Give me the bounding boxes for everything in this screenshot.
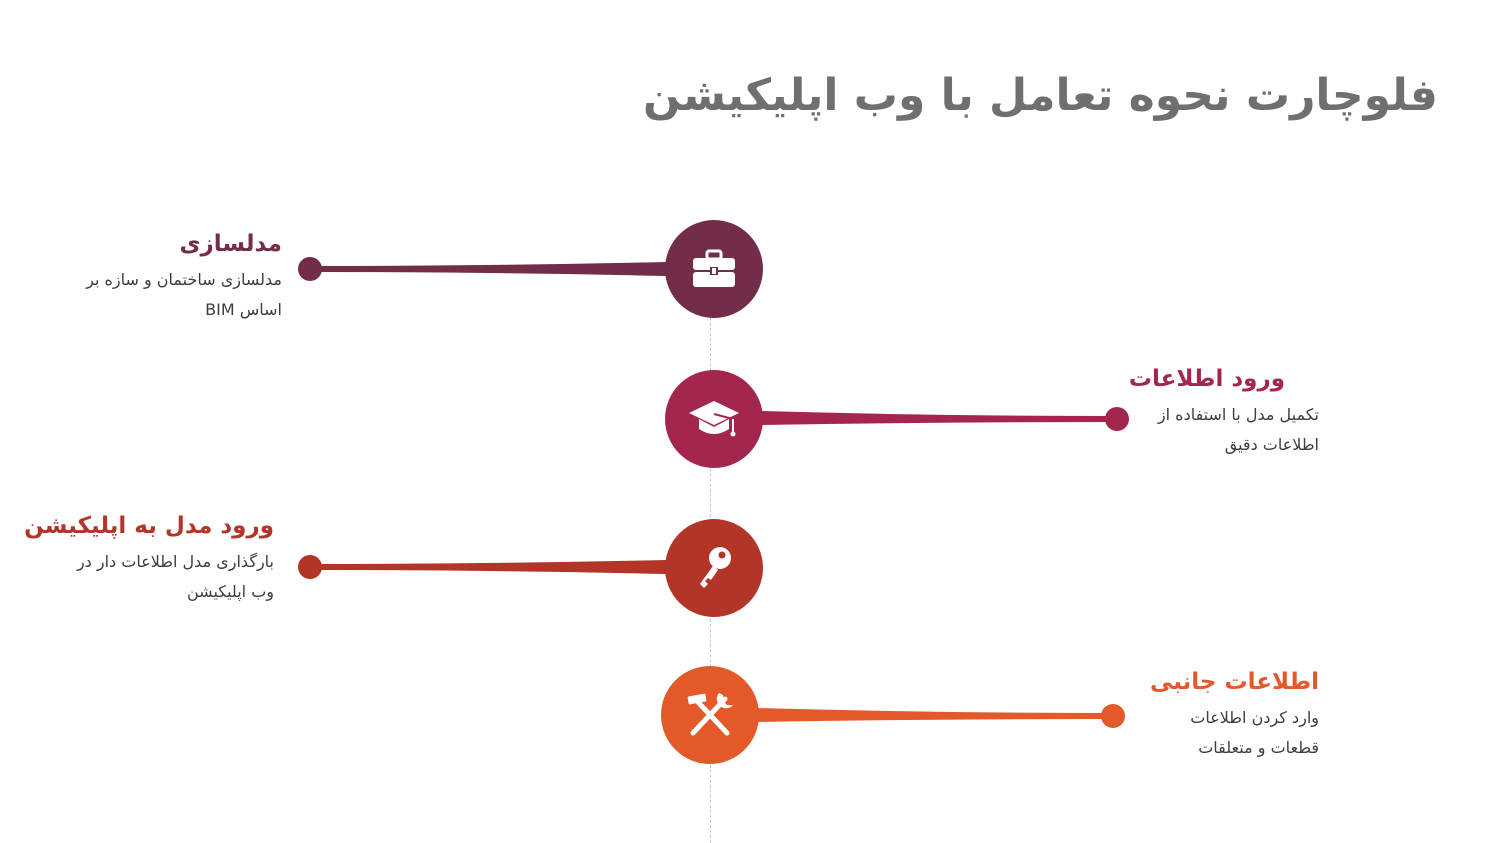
step-desc-2b: اطلاعات دقیق bbox=[1224, 435, 1319, 454]
tools-icon bbox=[687, 693, 733, 736]
step-heading-3: ورود مدل به اپلیکیشن bbox=[24, 513, 274, 539]
step-heading-4: اطلاعات جانبی bbox=[1150, 669, 1319, 695]
step-node-2 bbox=[665, 370, 763, 468]
step-heading-2: ورود اطلاعات bbox=[1128, 366, 1285, 392]
step-label-2: ورود اطلاعات تکمیل مدل با استفاده از اطل… bbox=[999, 366, 1319, 460]
connector-2 bbox=[760, 411, 1117, 425]
connector-dot-2 bbox=[1105, 407, 1129, 431]
step-desc-3a: بارگذاری مدل اطلاعات دار در bbox=[76, 552, 274, 571]
connector-dot-4 bbox=[1101, 704, 1125, 728]
step-label-4: اطلاعات جانبی وارد کردن اطلاعات قطعات و … bbox=[999, 669, 1319, 763]
connector-4 bbox=[756, 708, 1113, 722]
step-desc-4b: قطعات و متعلقات bbox=[1198, 738, 1319, 757]
step-desc-1b: اساس BIM bbox=[205, 300, 282, 319]
step-node-4 bbox=[661, 666, 759, 764]
step-node-3 bbox=[665, 519, 763, 617]
connector-dot-3 bbox=[298, 555, 322, 579]
step-desc-2a: تکمیل مدل با استفاده از bbox=[1157, 405, 1319, 424]
connector-dot-1 bbox=[298, 257, 322, 281]
step-desc-4a: وارد کردن اطلاعات bbox=[1190, 708, 1319, 727]
step-node-1 bbox=[665, 220, 763, 318]
step-label-3: ورود مدل به اپلیکیشن بارگذاری مدل اطلاعا… bbox=[0, 513, 274, 607]
step-desc-1a: مدلسازی ساختمان و سازه بر bbox=[86, 270, 282, 289]
key-icon bbox=[700, 547, 731, 588]
connector-3 bbox=[310, 560, 666, 574]
step-heading-1: مدلسازی bbox=[179, 231, 282, 257]
graduation-cap-icon bbox=[689, 401, 739, 437]
page-title: فلوچارت نحوه تعامل با وب اپلیکیشن bbox=[643, 70, 1438, 121]
step-label-1: مدلسازی مدلسازی ساختمان و سازه بر اساس B… bbox=[0, 231, 282, 325]
briefcase-icon bbox=[693, 249, 735, 287]
connector-1 bbox=[310, 262, 666, 276]
step-desc-3b: وب اپلیکیشن bbox=[186, 582, 274, 601]
